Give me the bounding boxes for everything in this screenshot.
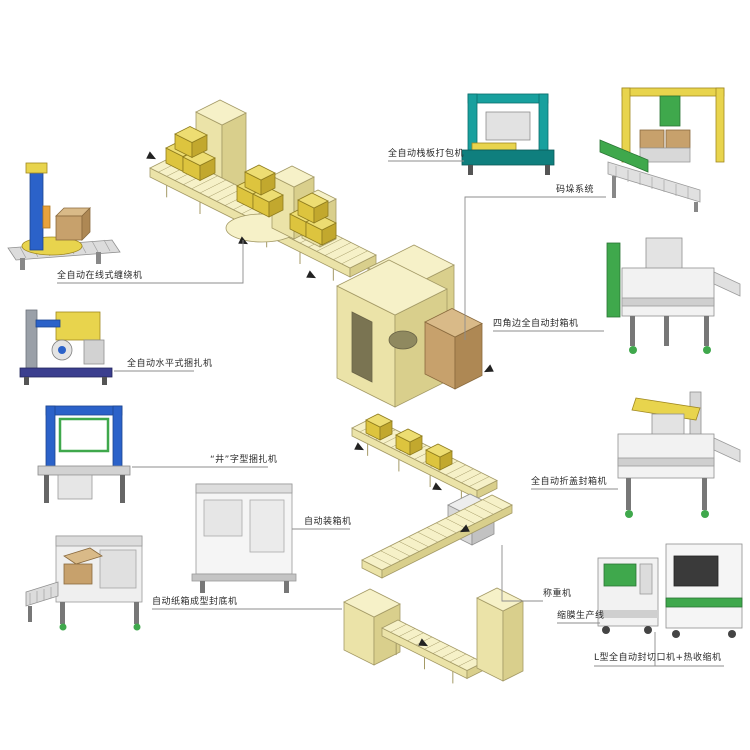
wrapper-mast <box>29 169 44 251</box>
flow-arrow <box>459 524 470 533</box>
label-pallet-wrapper: 全自动在线式缠绕机 <box>57 271 143 281</box>
flow-arrow <box>432 482 443 491</box>
belt-conveyor <box>599 139 649 173</box>
pallet-strapping-machine-illustration <box>461 93 555 175</box>
well-type-strapper-machine-illustration <box>37 405 131 503</box>
machine-archway <box>351 311 418 383</box>
film-carriage <box>42 205 51 229</box>
carton-former-machine-illustration <box>25 535 143 631</box>
label-flap-sealer: 全自动折盖封箱机 <box>531 477 608 487</box>
label-well-strapper: “井”字型捆扎机 <box>210 455 278 465</box>
label-pallet-strapper: 全自动栈板打包机 <box>388 149 465 159</box>
callout-line <box>464 196 606 340</box>
label-four-corner-sealer: 四角边全自动封箱机 <box>493 319 579 329</box>
flow-arrow <box>418 638 429 647</box>
callout-line <box>501 545 543 602</box>
four-corner-sealer-machine-illustration <box>606 237 741 354</box>
label-case-packer: 自动装箱机 <box>304 517 352 527</box>
central-packing-line-illustration <box>146 99 524 684</box>
pallet-wrapper-machine-illustration <box>7 162 121 270</box>
flow-arrow <box>306 270 317 279</box>
callout-lines <box>57 160 724 667</box>
label-l-sealer: L型全自动封切口机+热收缩机 <box>594 653 722 663</box>
horizontal-strapper-machine-illustration <box>19 309 113 385</box>
label-shrink-line: 缩膜生产线 <box>557 611 605 621</box>
tunnel-window <box>673 555 719 587</box>
sealer-window <box>603 563 637 587</box>
palletizing-system-illustration <box>599 87 725 212</box>
shrink-line-machines-illustration <box>597 543 743 638</box>
callout-line <box>57 240 244 284</box>
pallet <box>471 142 517 151</box>
gantry-head <box>659 95 681 127</box>
flow-arrow <box>483 364 494 373</box>
strap-band <box>58 417 110 453</box>
case-packer-machine-illustration <box>191 483 297 593</box>
flow-arrow <box>354 442 365 451</box>
label-carton-former: 自动纸箱成型封底机 <box>152 597 238 607</box>
flow-arrow <box>146 151 157 160</box>
flap-fold-sealer-machine-illustration <box>617 391 741 518</box>
label-palletizing-system: 码垛系统 <box>556 185 595 195</box>
label-weigher: 称重机 <box>543 589 572 599</box>
label-horizontal-strapper: 全自动水平式捆扎机 <box>127 359 213 369</box>
